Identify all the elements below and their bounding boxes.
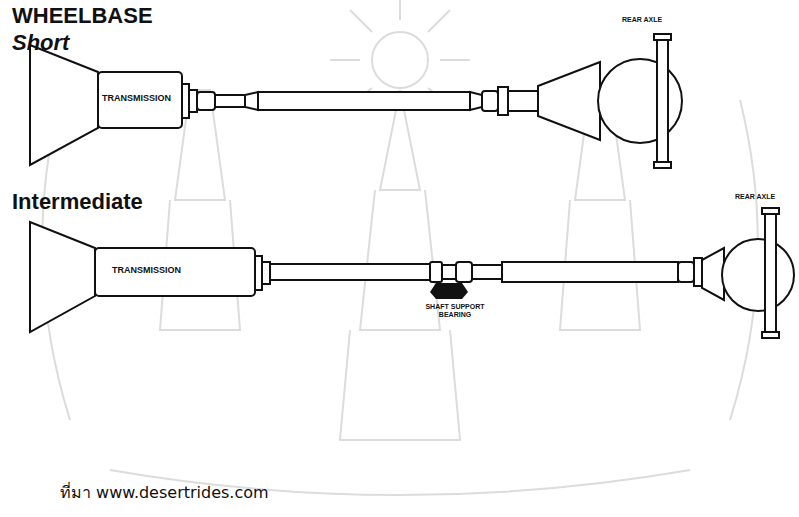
short-drivetrain <box>30 34 682 168</box>
diagram-title: WHEELBASE <box>12 4 153 28</box>
section-label: Short <box>12 31 69 55</box>
part-label: REAR AXLE <box>622 16 662 24</box>
watermark-emblem <box>42 0 758 495</box>
source-caption: ที่มา www.desertrides.com <box>60 484 269 502</box>
part-label: SHAFT SUPPORT BEARING <box>424 303 486 318</box>
support-bearing-block <box>430 283 468 299</box>
part-label: TRANSMISSION <box>102 94 171 104</box>
part-label: TRANSMISSION <box>112 266 181 276</box>
part-label: REAR AXLE <box>735 193 775 201</box>
intermediate-drivetrain <box>30 208 794 338</box>
section-label: Intermediate <box>12 190 143 214</box>
